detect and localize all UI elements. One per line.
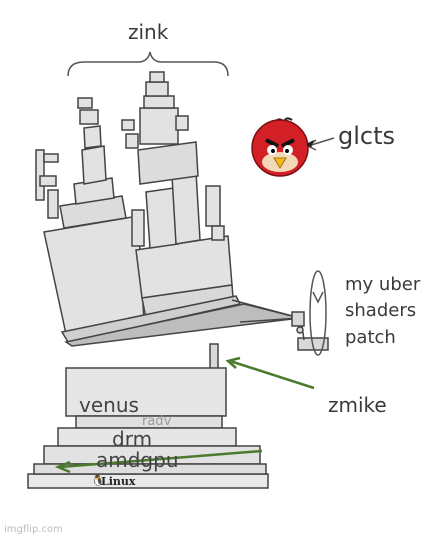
glcts-label: glcts: [338, 122, 396, 150]
tilted-tower: [35, 71, 242, 343]
zink-label: zink: [128, 20, 169, 44]
crank-mechanism: [64, 299, 329, 351]
zmike-label: zmike: [328, 393, 387, 417]
radv-label: radv: [142, 414, 172, 429]
linux-label: Linux: [101, 475, 136, 488]
watermark: imgflip.com: [4, 524, 63, 535]
zink-brace: [67, 51, 229, 77]
venus-label: venus: [79, 393, 139, 417]
drm-label: drm: [112, 427, 153, 451]
support-post: [209, 343, 219, 371]
amdgpu-label: amdgpu: [96, 448, 179, 472]
rotation-arrow-icon: [309, 270, 327, 356]
uber-patch-label-line2: shaders: [345, 300, 417, 321]
tux-icon: 🐧: [91, 475, 105, 487]
arrows: [54, 356, 315, 474]
bottom-stack: [27, 367, 269, 489]
uber-patch-label-line3: patch: [345, 327, 396, 348]
uber-patch-label-line1: my uber: [345, 274, 421, 295]
angry-bird-icon: [251, 117, 314, 177]
